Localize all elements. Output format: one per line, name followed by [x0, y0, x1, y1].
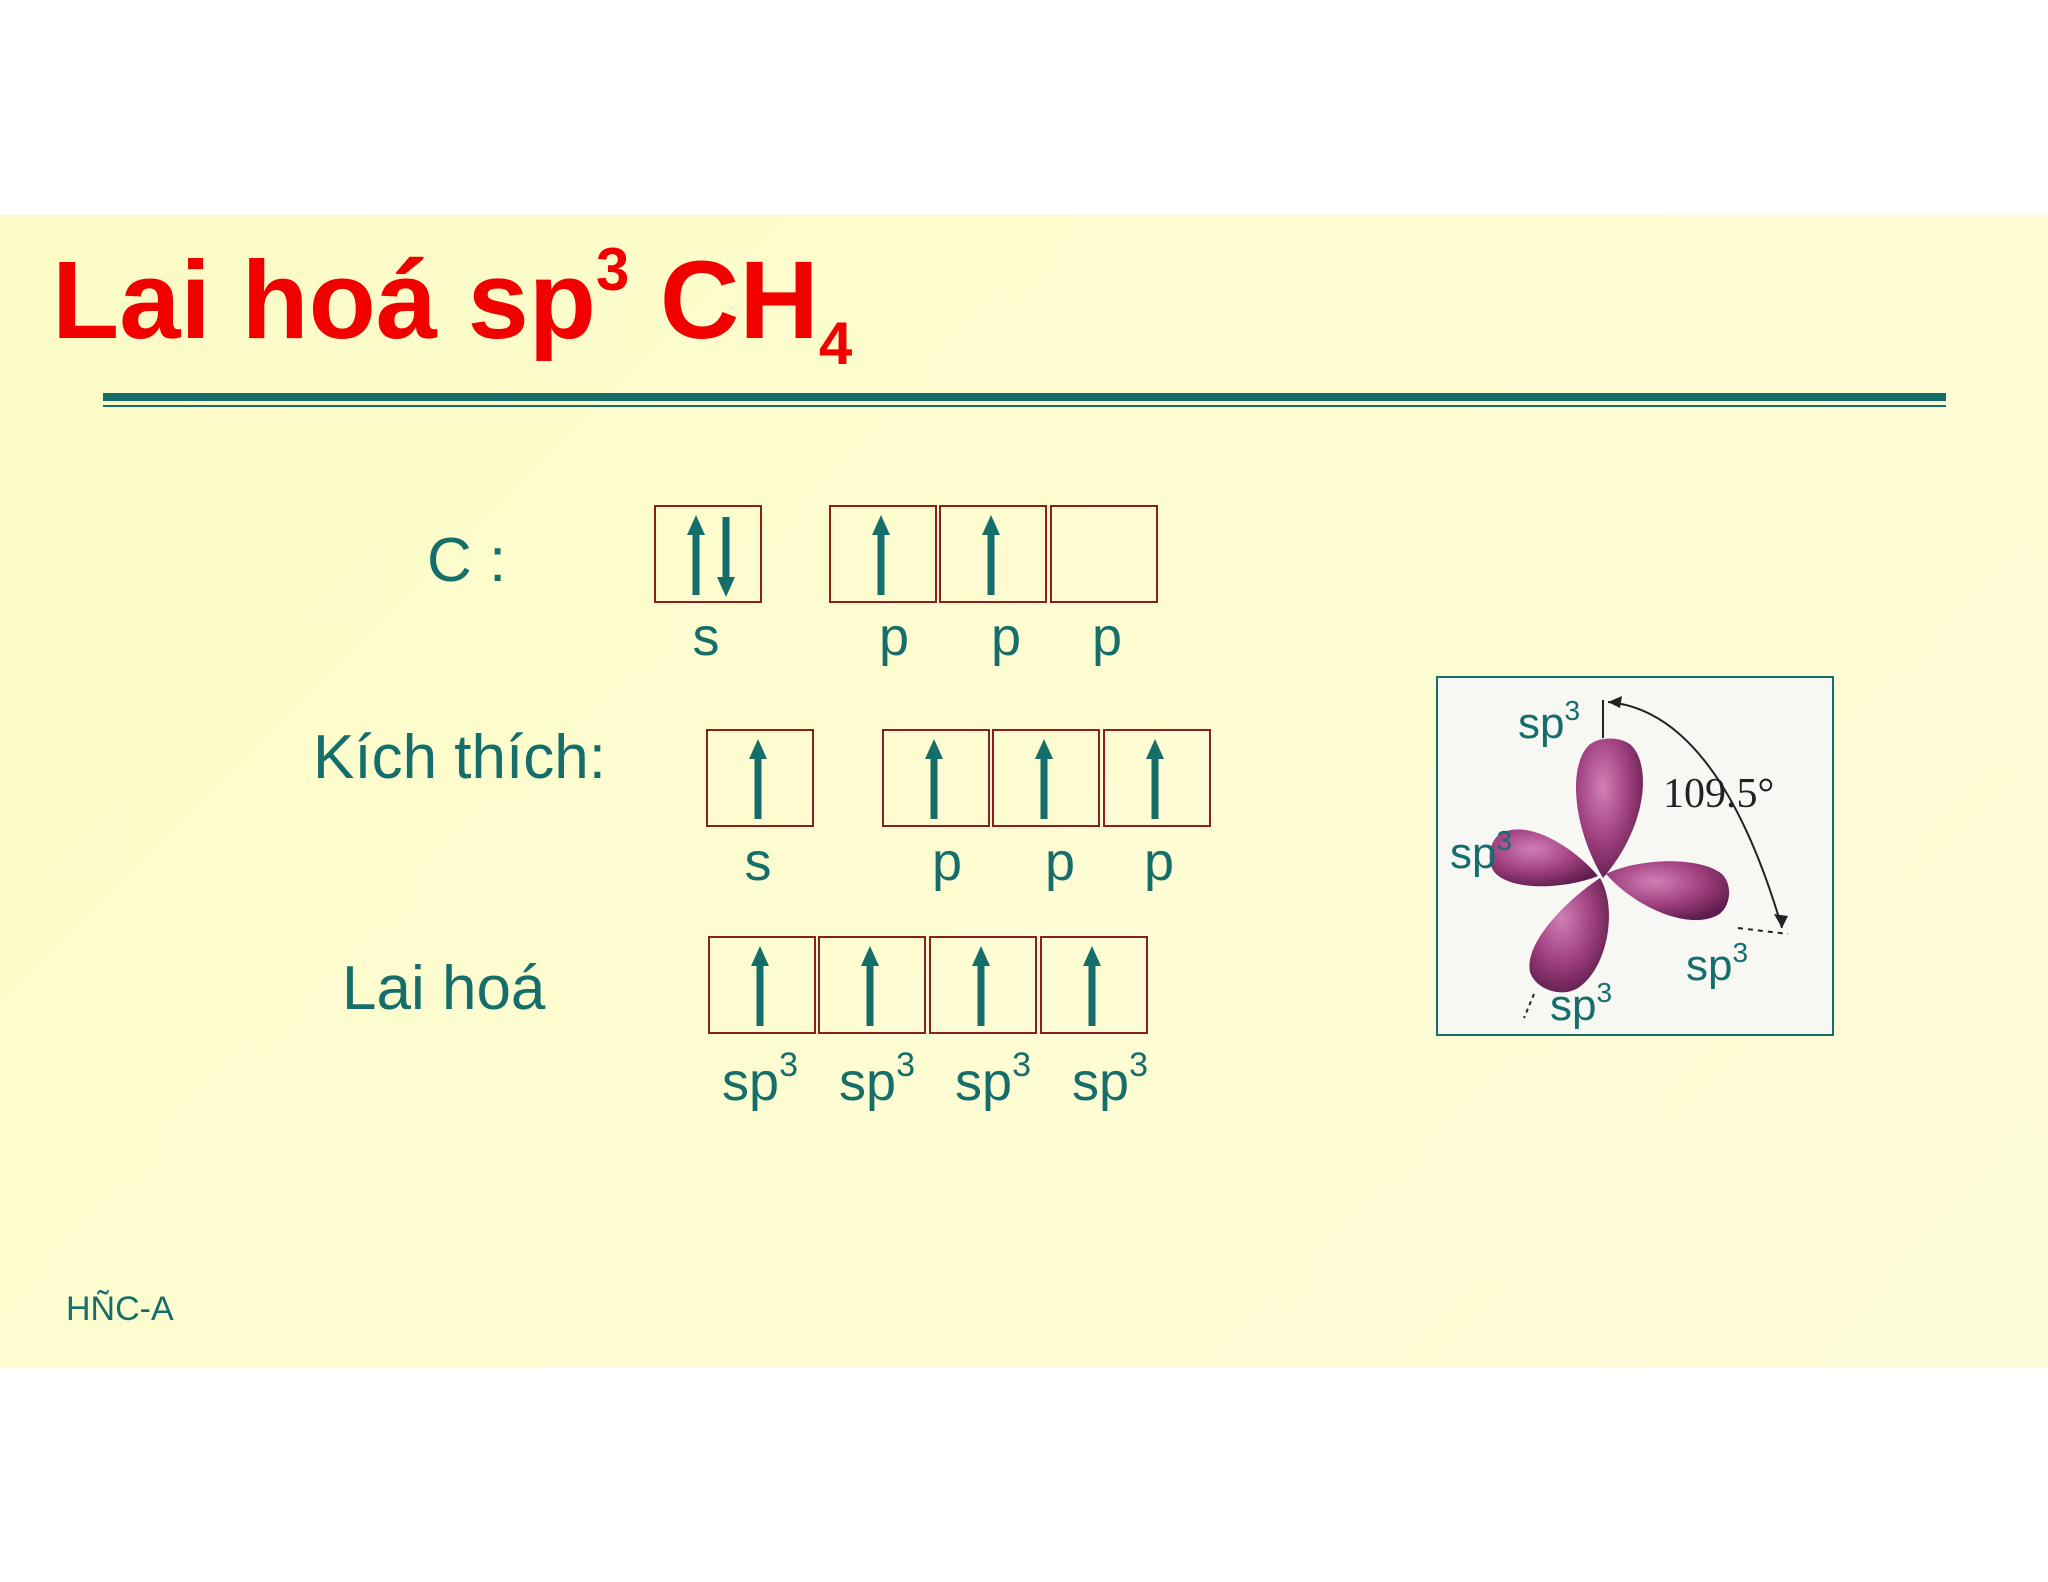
orbital-box-p [882, 729, 990, 827]
orbital-label-p: p [931, 832, 963, 892]
orbital-label-sp3: sp3 [1072, 1046, 1148, 1112]
electron-down-arrow [717, 517, 735, 597]
lobe-down [1529, 878, 1609, 993]
orbital-label-sp3: sp3 [722, 1046, 798, 1112]
orbital-label-s: s [692, 607, 720, 667]
orbital-box-p [992, 729, 1100, 827]
orbital-box-p [1050, 505, 1158, 603]
electron-up-arrow [872, 515, 890, 595]
hybridization-label: Lai hoá [342, 954, 546, 1023]
lobe-right [1606, 861, 1730, 921]
orbital-label-s: s [744, 832, 772, 892]
orbital-label-sp3: sp3 [839, 1046, 915, 1112]
electron-up-arrow [1146, 739, 1164, 819]
orbital-label-sp3: sp3 [955, 1046, 1031, 1112]
sp3-label-top: sp3 [1518, 695, 1581, 748]
orbital-box-s [706, 729, 814, 827]
electron-up-arrow [751, 946, 769, 1026]
orbital-box-sp3 [708, 936, 816, 1034]
electron-up-arrow [1083, 946, 1101, 1026]
orbital-label-p: p [878, 607, 910, 667]
orbital-box-s [654, 505, 762, 603]
orbital-box-sp3 [818, 936, 926, 1034]
sp3-orbital-diagram: 109.5° sp3 sp3 sp3 sp3 [1436, 676, 1834, 1036]
orbital-box-p [829, 505, 937, 603]
orbital-box-p [1103, 729, 1211, 827]
ground-state-label: C : [427, 526, 507, 595]
electron-up-arrow [861, 946, 879, 1026]
sp3-label-right: sp3 [1686, 937, 1749, 990]
electron-up-arrow [925, 739, 943, 819]
orbital-label-p: p [1044, 832, 1076, 892]
orbital-label-p: p [990, 607, 1022, 667]
title-divider [103, 393, 1946, 401]
slide: Lai hoá sp3 CH4 C : s p p p Kích thích: … [0, 215, 2048, 1368]
electron-up-arrow [749, 739, 767, 819]
lobe-up [1576, 738, 1643, 878]
electron-up-arrow [1035, 739, 1053, 819]
electron-up-arrow [972, 946, 990, 1026]
title-divider-thin [103, 405, 1946, 407]
lobe-left [1489, 829, 1598, 887]
sp3-label-bottom: sp3 [1550, 977, 1613, 1030]
sp3-label-left: sp3 [1450, 825, 1513, 878]
excited-state-label: Kích thích: [313, 723, 606, 792]
orbital-box-sp3 [929, 936, 1037, 1034]
orbital-box-sp3 [1040, 936, 1148, 1034]
bond-angle-label: 109.5° [1663, 771, 1775, 817]
electron-up-arrow [982, 515, 1000, 595]
orbital-label-p: p [1091, 607, 1123, 667]
orbital-box-p [939, 505, 1047, 603]
sp3-lobes-graphic [1489, 696, 1789, 1019]
slide-title: Lai hoá sp3 CH4 [52, 236, 853, 377]
orbital-label-p: p [1143, 832, 1175, 892]
electron-up-arrow [687, 515, 705, 595]
footer-label: HÑC-A [66, 1290, 174, 1328]
